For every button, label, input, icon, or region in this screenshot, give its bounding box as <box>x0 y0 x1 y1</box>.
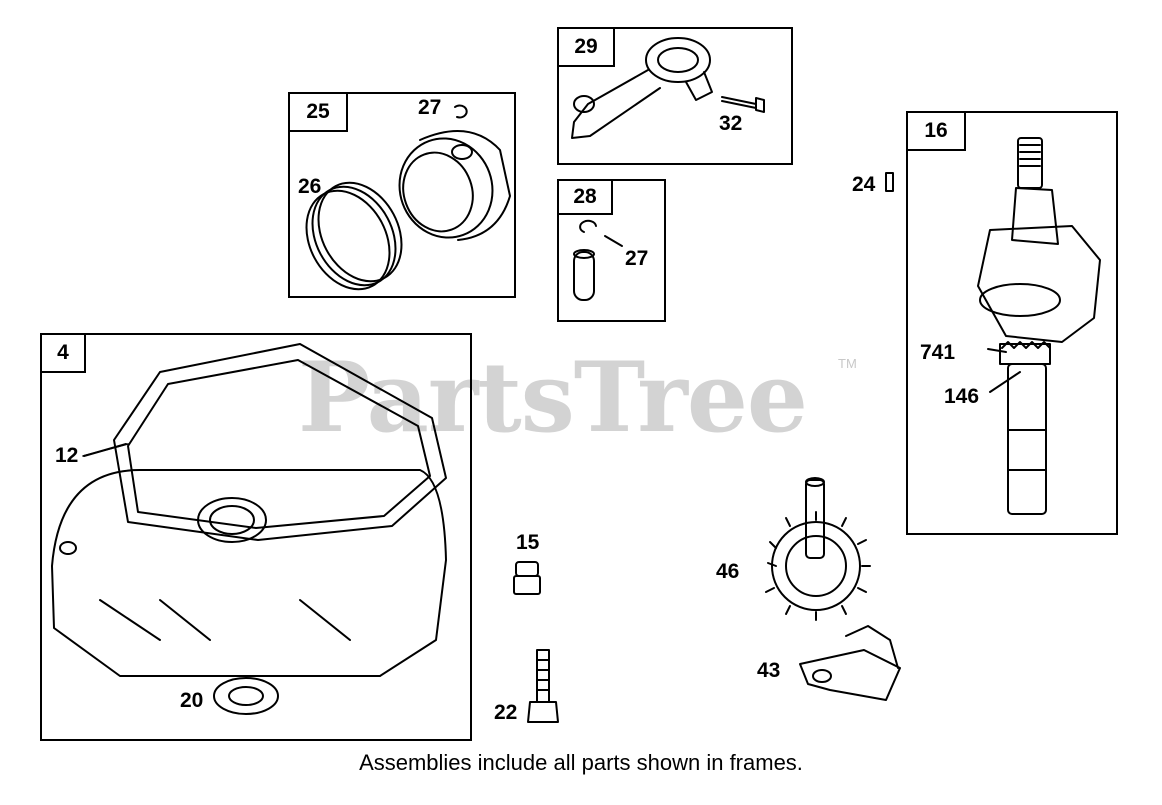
callout-43-governor: 43 <box>757 659 781 682</box>
callout-46-camshaft: 46 <box>716 560 740 583</box>
piston-drawing <box>398 130 511 241</box>
callout-32-bolt: 32 <box>719 112 743 135</box>
frame-25-number: 25 <box>288 92 348 132</box>
governor-bracket-drawing <box>799 625 901 701</box>
callout-12-gasket: 12 <box>55 444 79 467</box>
oil-seal-drawing <box>213 677 279 715</box>
frame-4-number: 4 <box>40 333 86 373</box>
connecting-rod-drawing <box>571 37 713 139</box>
frame-29: 29 <box>557 27 793 165</box>
callout-24-key: 24 <box>852 173 876 196</box>
crankcase-drawing <box>51 343 447 677</box>
callout-15-plug: 15 <box>516 531 540 554</box>
callout-27-retaining-ring: 27 <box>418 96 442 119</box>
key-24-drawing <box>885 172 894 192</box>
bolt-22-drawing <box>527 649 559 723</box>
camshaft-gear-drawing <box>765 477 871 621</box>
retaining-ring-27-drawing <box>454 104 468 119</box>
drain-plug-drawing <box>513 561 541 595</box>
piston-rings-drawing <box>305 181 403 291</box>
crankshaft-drawing <box>977 137 1101 515</box>
frame-16-number: 16 <box>906 111 966 151</box>
callout-22-bolt: 22 <box>494 701 518 724</box>
piston-pin-drawing <box>573 249 595 301</box>
frame-16: 16 <box>906 111 1118 535</box>
frame-29-number: 29 <box>557 27 615 67</box>
frame-28-number: 28 <box>557 179 613 215</box>
frame-28: 28 <box>557 179 666 322</box>
frame-4: 4 <box>40 333 472 741</box>
callout-27-retaining-ring-pin: 27 <box>625 247 649 270</box>
frame-25: 25 <box>288 92 516 298</box>
rod-bolt-drawing <box>721 96 765 113</box>
retaining-ring-28-drawing <box>579 219 597 233</box>
callout-26-piston-rings: 26 <box>298 175 322 198</box>
callout-20-seal: 20 <box>180 689 204 712</box>
trademark-mark: TM <box>838 356 857 371</box>
callout-146-key: 146 <box>944 385 980 408</box>
callout-741-gear: 741 <box>920 341 956 364</box>
partstree-watermark: PartsTree <box>298 341 808 454</box>
diagram-caption: Assemblies include all parts shown in fr… <box>359 750 803 775</box>
